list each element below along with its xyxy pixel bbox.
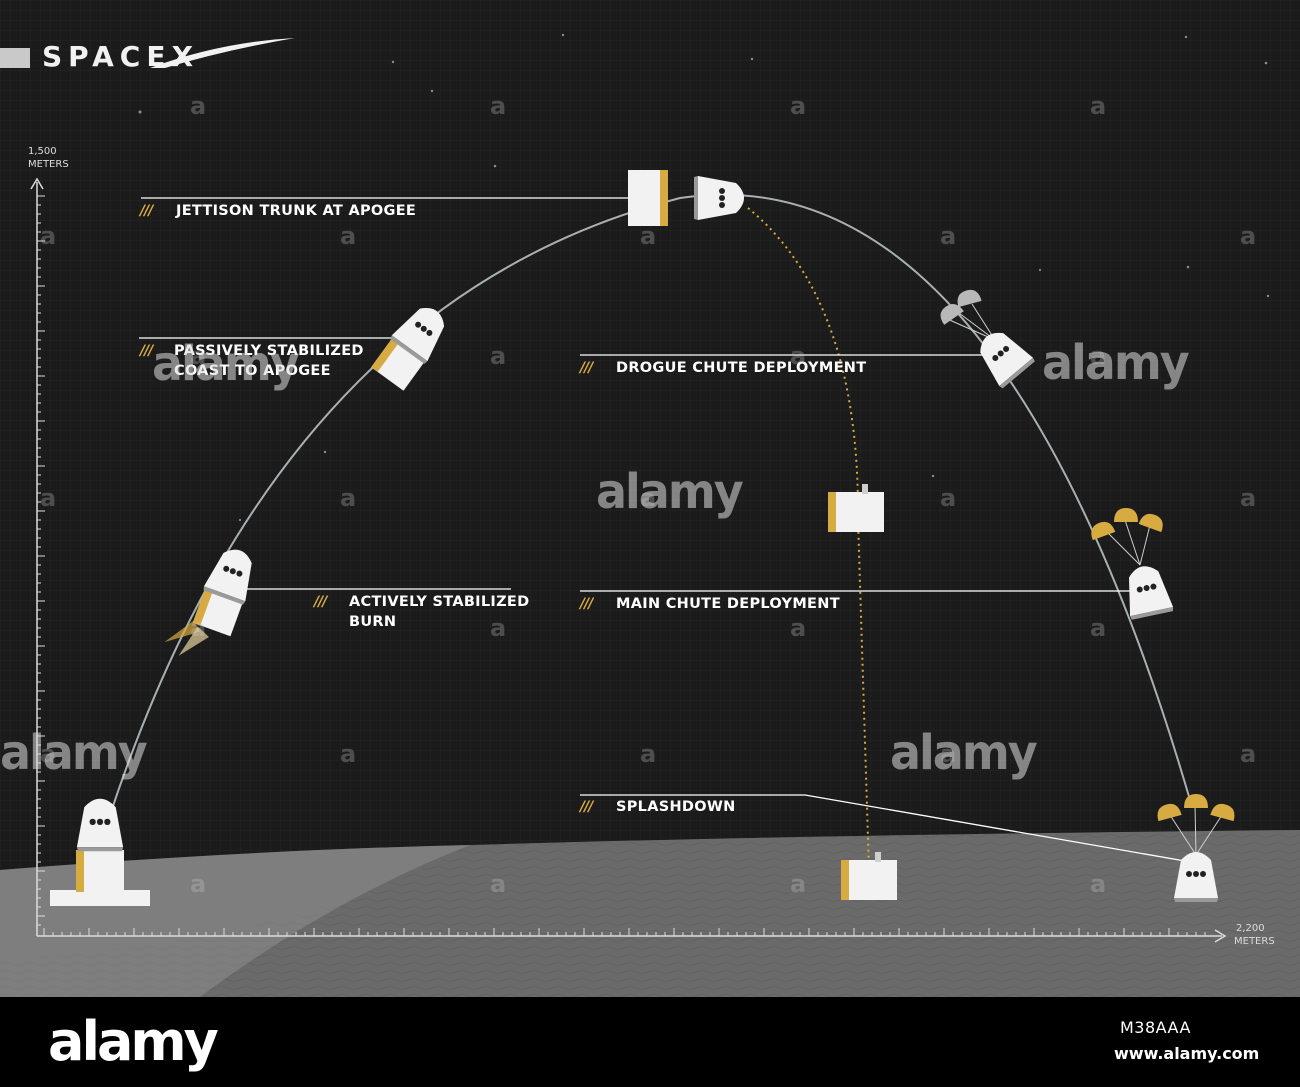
drogue-capsule — [936, 287, 1036, 390]
stage-marker: /// — [140, 203, 153, 219]
stage-label-main-chute: MAIN CHUTE DEPLOYMENT — [616, 596, 840, 612]
y-axis-unit-label: METERS — [28, 159, 69, 170]
background-grid — [0, 0, 1300, 997]
spacex-swoosh — [150, 38, 295, 68]
watermark-mark: a — [640, 740, 657, 768]
watermark-mark: a — [1240, 740, 1257, 768]
watermark-mark: a — [490, 92, 507, 120]
watermark-mark: a — [340, 222, 357, 250]
footer-bar — [0, 997, 1300, 1087]
x-axis-ticks — [43, 928, 1206, 936]
image-id: M38AAA — [1120, 1018, 1191, 1037]
watermark-mark: a — [40, 484, 57, 512]
watermark-mark: a — [190, 342, 207, 370]
y-axis-max-label: 1,500 — [28, 146, 57, 157]
trajectory-arc — [109, 193, 1191, 816]
splashed-trunk — [841, 852, 897, 900]
x-axis-max-label: 2,200 — [1236, 923, 1265, 934]
site-url: www.alamy.com — [1114, 1044, 1260, 1063]
leader-lines — [139, 197, 1186, 862]
watermark-mark: a — [640, 222, 657, 250]
watermark: alamy — [890, 723, 1038, 781]
watermark-mark: a — [190, 614, 207, 642]
watermark-mark: a — [340, 740, 357, 768]
watermark-mark: a — [490, 614, 507, 642]
apogee-trunk — [628, 170, 668, 226]
stage-label-coast: PASSIVELY STABILIZED COAST TO APOGEE — [174, 343, 364, 379]
watermark-mark: a — [940, 740, 957, 768]
stage-marker: /// — [580, 596, 593, 612]
ocean-waves — [0, 830, 1300, 997]
watermark: alamy — [1042, 333, 1190, 391]
watermark-mark: a — [190, 870, 207, 898]
burn-capsule — [164, 543, 262, 656]
launch-capsule — [50, 798, 150, 906]
watermark-mark: a — [490, 342, 507, 370]
stage-marker: /// — [580, 799, 593, 815]
splashdown-capsule — [1154, 794, 1238, 902]
watermark-mark: a — [940, 222, 957, 250]
watermark-mark: a — [190, 92, 207, 120]
watermark-mark: a — [1090, 92, 1107, 120]
watermark-mark: a — [40, 740, 57, 768]
y-axis-ticks — [37, 195, 45, 926]
watermark-mark: a — [1240, 222, 1257, 250]
watermark: alamy — [0, 723, 148, 781]
watermark-mark: a — [640, 484, 657, 512]
spacex-logo-bar — [0, 48, 30, 68]
watermark-mark: a — [790, 92, 807, 120]
stage-label-jettison: JETTISON TRUNK AT APOGEE — [176, 203, 417, 219]
watermark: alamy — [596, 462, 744, 520]
watermark-mark: a — [1090, 342, 1107, 370]
scene-graphics — [0, 0, 1300, 997]
alamy-logo: alamy — [48, 1010, 219, 1073]
stage-label-drogue: DROGUE CHUTE DEPLOYMENT — [616, 360, 867, 376]
stars — [138, 33, 1270, 522]
falling-trunk — [828, 484, 884, 532]
watermark-mark: a — [1090, 870, 1107, 898]
coast-capsule — [371, 298, 455, 391]
watermark-mark: a — [1240, 484, 1257, 512]
spacex-logo: SPACEX — [42, 40, 200, 73]
scene: SPACEX 1,500 METERS 2,200 METERS /// JET… — [0, 0, 1300, 997]
watermark-mark: a — [940, 484, 957, 512]
watermark-mark: a — [40, 222, 57, 250]
watermark-mark: a — [490, 870, 507, 898]
watermark-mark: a — [1090, 614, 1107, 642]
y-axis — [30, 177, 44, 936]
watermark-mark: a — [790, 870, 807, 898]
watermark-mark: a — [790, 342, 807, 370]
main-chute-capsule — [1087, 508, 1174, 621]
watermark: alamy — [152, 334, 300, 392]
watermark-mark: a — [340, 484, 357, 512]
x-axis-unit-label: METERS — [1234, 936, 1275, 947]
watermark-mark: a — [790, 614, 807, 642]
stage-marker: /// — [140, 343, 153, 359]
stage-marker: /// — [580, 360, 593, 376]
stage-label-burn: ACTIVELY STABILIZED BURN — [349, 594, 530, 630]
stage-marker: /// — [314, 594, 327, 610]
stage-label-splashdown: SPLASHDOWN — [616, 799, 736, 815]
